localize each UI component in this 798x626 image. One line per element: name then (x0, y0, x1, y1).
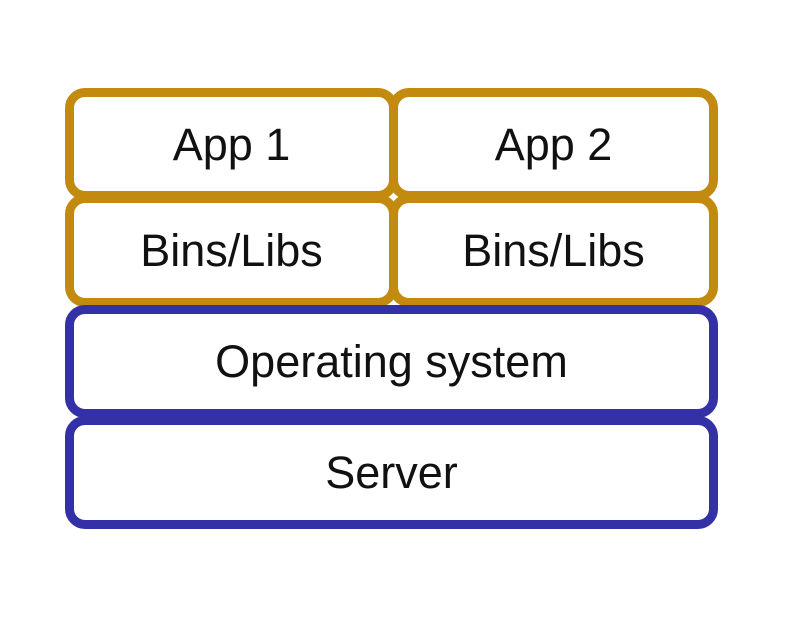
box-server: Server (65, 416, 718, 529)
box-bins-libs-left-label: Bins/Libs (140, 225, 323, 276)
box-app-1: App 1 (65, 88, 398, 200)
box-bins-libs-right-label: Bins/Libs (462, 225, 645, 276)
box-app-1-label: App 1 (172, 118, 291, 170)
box-bins-libs-right: Bins/Libs (389, 194, 718, 307)
box-operating-system: Operating system (65, 305, 718, 418)
box-operating-system-label: Operating system (215, 336, 568, 387)
box-app-2-label: App 2 (494, 118, 613, 170)
box-server-label: Server (325, 447, 458, 498)
box-bins-libs-left: Bins/Libs (65, 194, 398, 307)
box-app-2: App 2 (389, 88, 718, 200)
